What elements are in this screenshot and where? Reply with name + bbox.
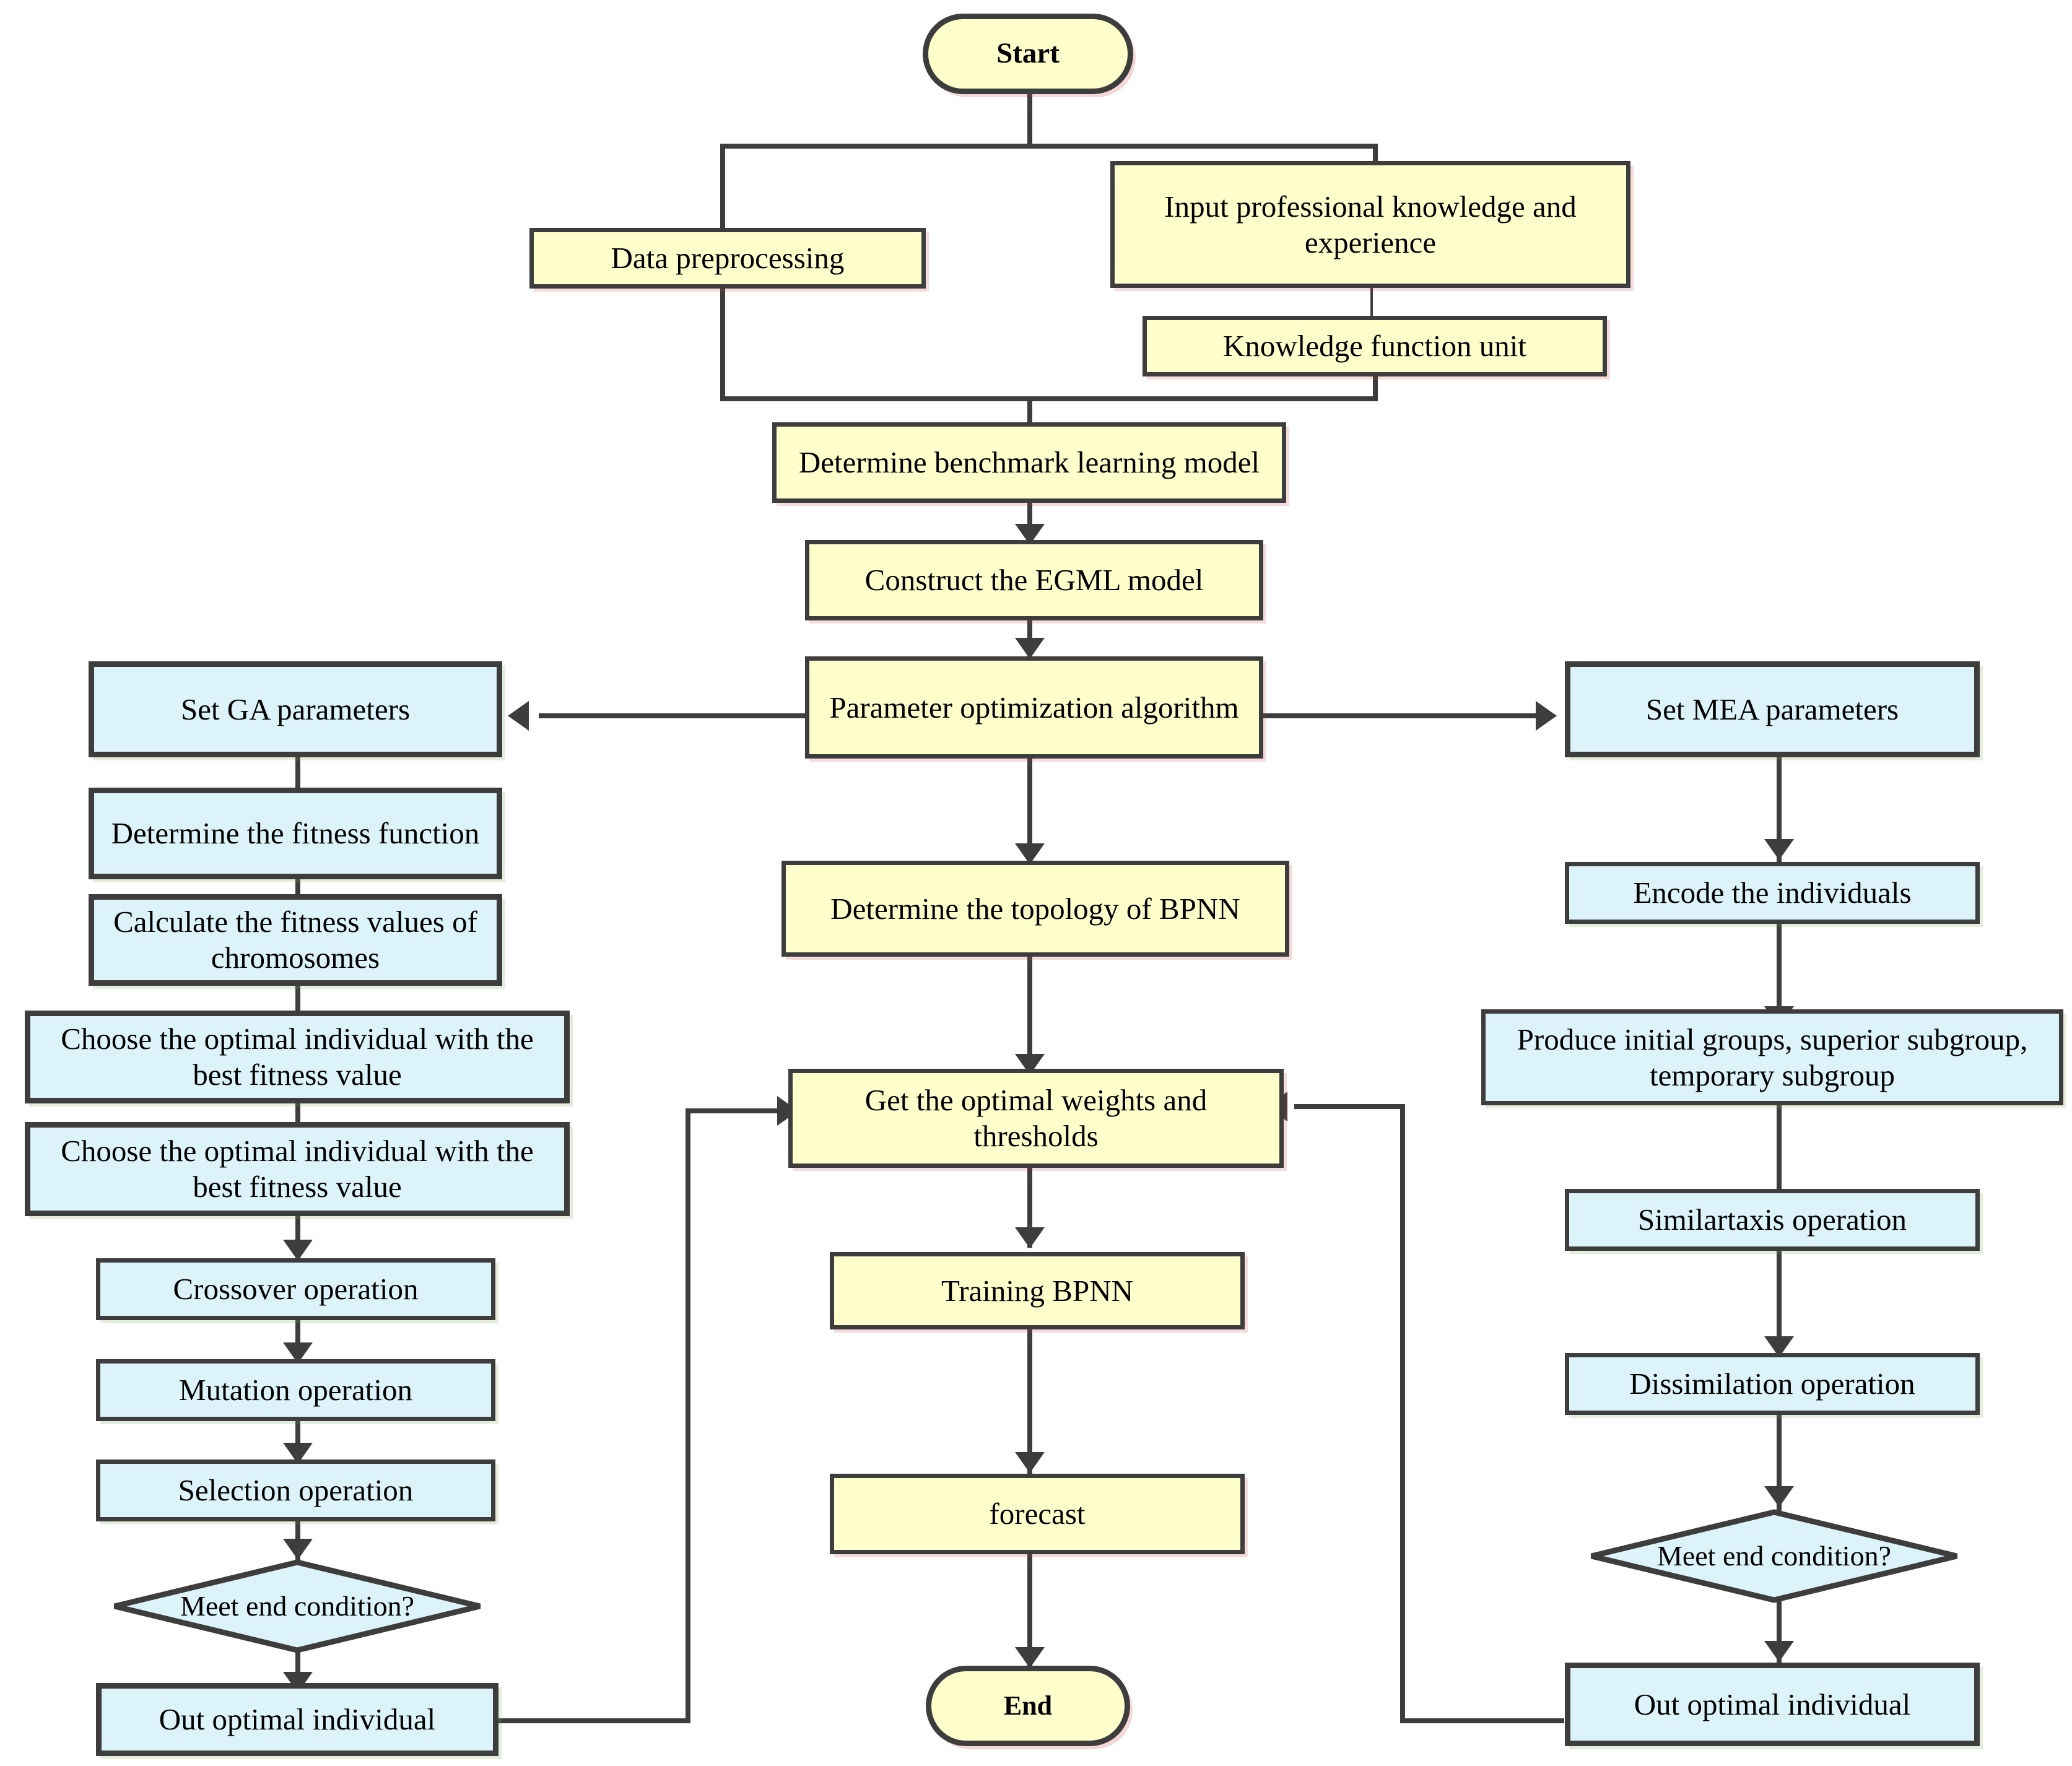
node-dissimilation-operation[interactable]: Dissimilation operation: [1565, 1353, 1980, 1415]
node-topology-bpnn[interactable]: Determine the topology of BPNN: [781, 861, 1289, 957]
connector-crossover-down: [295, 1318, 300, 1364]
connector-param-to-ga: [539, 713, 817, 718]
node-produce-groups[interactable]: Produce initial groups, superior subgrou…: [1481, 1009, 2063, 1105]
node-start[interactable]: Start: [923, 14, 1133, 94]
connector-lower-bus: [720, 396, 1378, 401]
connector-meameetend-down: [1777, 1585, 1782, 1663]
node-param-optimization-algorithm[interactable]: Parameter optimization algorithm: [805, 656, 1263, 759]
connector-topology-down: [1027, 957, 1032, 1074]
node-set-ga-parameters[interactable]: Set GA parameters: [89, 661, 502, 757]
connector-mea-loop-up: [1400, 1104, 1405, 1723]
node-benchmark-model[interactable]: Determine benchmark learning model: [772, 422, 1286, 503]
connector-bus-to-benchmark: [1027, 396, 1032, 424]
arrow-training-to-forecast: [1015, 1452, 1045, 1473]
arrow-forecast-to-end: [1015, 1647, 1045, 1668]
connector-datapre-down: [720, 285, 725, 399]
connector-weights-down: [1027, 1167, 1032, 1248]
connector-training-down: [1027, 1328, 1032, 1474]
node-data-preprocessing[interactable]: Data preprocessing: [529, 228, 926, 289]
node-mea-meet-end-condition[interactable]: Meet end condition?: [1588, 1509, 1960, 1603]
node-similartaxis-operation[interactable]: Similartaxis operation: [1565, 1189, 1980, 1251]
connector-mutation-down: [295, 1418, 300, 1464]
arrow-weights-to-training: [1015, 1227, 1045, 1248]
arrow-selection-to-meetend: [283, 1539, 313, 1560]
connector-ga-loop-into-weights: [686, 1108, 794, 1113]
node-forecast[interactable]: forecast: [830, 1474, 1245, 1554]
node-fitness-function[interactable]: Determine the fitness function: [89, 788, 502, 879]
node-ga-out-optimal-individual[interactable]: Out optimal individual: [96, 1683, 498, 1756]
mea-meet-end-label: Meet end condition?: [1656, 1539, 1892, 1572]
arrow-meameetend-to-out: [1764, 1641, 1794, 1662]
node-crossover-operation[interactable]: Crossover operation: [96, 1258, 495, 1320]
connector-ga-down: [295, 757, 300, 816]
arrow-param-to-mea: [1536, 701, 1557, 731]
connector-dissimilation-down: [1777, 1415, 1782, 1511]
diamond-shape-mea: [1590, 1509, 1958, 1603]
connector-forecast-down: [1027, 1554, 1032, 1669]
node-mutation-operation[interactable]: Mutation operation: [96, 1359, 495, 1421]
diamond-shape-ga: [113, 1559, 481, 1653]
connector-benchmark-down: [1027, 502, 1032, 542]
connector-ga-loop-up: [686, 1108, 690, 1723]
connector-encode-down: [1777, 923, 1782, 1031]
node-optimal-weights[interactable]: Get the optimal weights and thresholds: [788, 1069, 1284, 1168]
node-fitness-values[interactable]: Calculate the fitness values of chromoso…: [89, 894, 502, 986]
node-training-bpnn[interactable]: Training BPNN: [830, 1252, 1245, 1329]
connector-mea-down: [1777, 757, 1782, 862]
ga-meet-end-label: Meet end condition?: [180, 1590, 415, 1622]
arrow-mea-to-encode: [1764, 839, 1794, 860]
node-selection-operation[interactable]: Selection operation: [96, 1459, 495, 1521]
connector-ga-loop-right: [498, 1718, 690, 1723]
node-set-mea-parameters[interactable]: Set MEA parameters: [1565, 661, 1980, 757]
connector-produce-down: [1777, 1105, 1782, 1214]
arrow-dissimilation-to-meetend: [1764, 1486, 1794, 1507]
node-choose-optimal-1[interactable]: Choose the optimal individual with the b…: [25, 1011, 570, 1103]
connector-top-bus: [720, 144, 1378, 149]
node-end[interactable]: End: [926, 1666, 1130, 1746]
connector-similartaxis-down: [1777, 1251, 1782, 1362]
connector-param-to-mea: [1238, 713, 1542, 718]
arrow-construct-to-param: [1015, 638, 1045, 659]
node-encode-individuals[interactable]: Encode the individuals: [1565, 862, 1980, 924]
node-input-knowledge[interactable]: Input professional knowledge and experie…: [1110, 161, 1630, 288]
connector-knowledge-link: [1370, 287, 1373, 318]
connector-start-down: [1027, 93, 1032, 149]
node-mea-out-optimal-individual[interactable]: Out optimal individual: [1565, 1663, 1980, 1746]
connector-bus-left-down: [720, 144, 725, 237]
node-ga-meet-end-condition[interactable]: Meet end condition?: [111, 1559, 483, 1653]
connector-mea-loop-into-weights: [1294, 1104, 1405, 1109]
connector-param-down: [1027, 759, 1032, 864]
arrow-choose2-to-crossover: [283, 1240, 313, 1261]
node-choose-optimal-2[interactable]: Choose the optimal individual with the b…: [25, 1122, 570, 1216]
connector-bus-right-down: [1373, 144, 1378, 168]
node-knowledge-function-unit[interactable]: Knowledge function unit: [1143, 316, 1607, 376]
arrow-param-to-ga: [508, 701, 529, 731]
connector-mea-loop-left: [1400, 1718, 1564, 1723]
node-construct-egml[interactable]: Construct the EGML model: [805, 540, 1263, 620]
connector-choose2-down: [295, 1215, 300, 1261]
